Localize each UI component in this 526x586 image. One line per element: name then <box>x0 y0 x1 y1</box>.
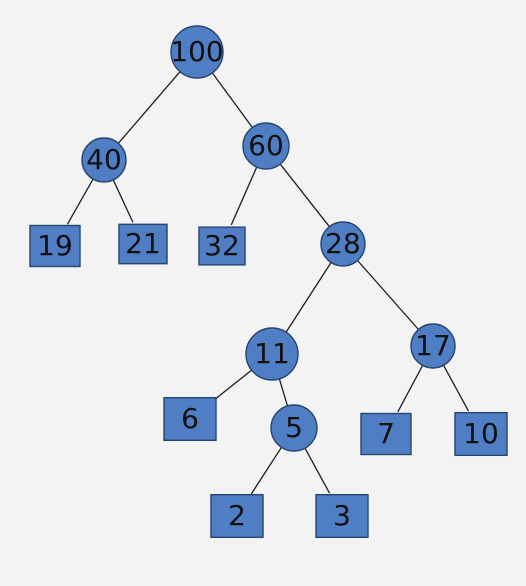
node-5: 5 <box>270 404 318 452</box>
node-label: 6 <box>181 402 199 435</box>
node-square <box>360 412 412 456</box>
node-label: 7 <box>377 417 395 450</box>
node-label: 11 <box>254 337 290 370</box>
edge-100-60 <box>211 72 253 128</box>
node-label: 28 <box>325 227 361 260</box>
node-square <box>210 493 264 539</box>
node-label: 5 <box>285 411 303 444</box>
node-label: 10 <box>463 417 499 450</box>
node-label: 60 <box>248 129 284 162</box>
edge-100-40 <box>117 71 181 144</box>
node-circle <box>242 122 290 170</box>
node-circle <box>410 323 456 369</box>
edge-60-28 <box>279 163 330 228</box>
edge-11-6 <box>209 369 253 404</box>
edge-5-3 <box>304 447 331 494</box>
node-32: 32 <box>198 226 246 266</box>
node-square <box>29 224 81 268</box>
node-100: 100 <box>170 25 224 79</box>
node-label: 2 <box>228 499 246 532</box>
edge-40-21 <box>112 179 134 223</box>
node-7: 7 <box>360 412 412 456</box>
node-circle <box>320 221 366 267</box>
edge-17-10 <box>442 365 470 412</box>
node-3: 3 <box>315 493 369 539</box>
edge-28-17 <box>357 260 419 330</box>
node-11: 11 <box>245 327 299 381</box>
node-square <box>454 411 508 457</box>
node-label: 3 <box>333 499 351 532</box>
node-10: 10 <box>454 411 508 457</box>
edge-17-7 <box>397 365 424 413</box>
node-square <box>198 226 246 266</box>
node-circle <box>245 327 299 381</box>
node-label: 40 <box>86 143 122 176</box>
node-label: 17 <box>415 329 451 362</box>
node-label: 32 <box>204 229 240 262</box>
edge-11-5 <box>278 378 289 407</box>
node-label: 19 <box>37 229 73 262</box>
node-17: 17 <box>410 323 456 369</box>
node-circle <box>270 404 318 452</box>
edge-28-11 <box>285 262 332 333</box>
edge-40-19 <box>66 178 94 225</box>
node-circle <box>81 137 127 183</box>
nodes-layer: 100 40 60 19 21 32 28 11 17 6 5 7 10 2 3 <box>29 25 508 539</box>
node-square <box>315 493 369 539</box>
node-label: 100 <box>170 35 223 68</box>
node-square <box>118 223 168 265</box>
edge-60-32 <box>230 166 258 226</box>
node-6: 6 <box>163 396 217 442</box>
edge-5-2 <box>250 446 283 495</box>
node-19: 19 <box>29 224 81 268</box>
node-40: 40 <box>81 137 127 183</box>
edges-layer <box>66 71 470 495</box>
node-square <box>163 396 217 442</box>
node-28: 28 <box>320 221 366 267</box>
node-60: 60 <box>242 122 290 170</box>
node-circle <box>170 25 224 79</box>
node-2: 2 <box>210 493 264 539</box>
node-21: 21 <box>118 223 168 265</box>
node-label: 21 <box>125 227 161 260</box>
